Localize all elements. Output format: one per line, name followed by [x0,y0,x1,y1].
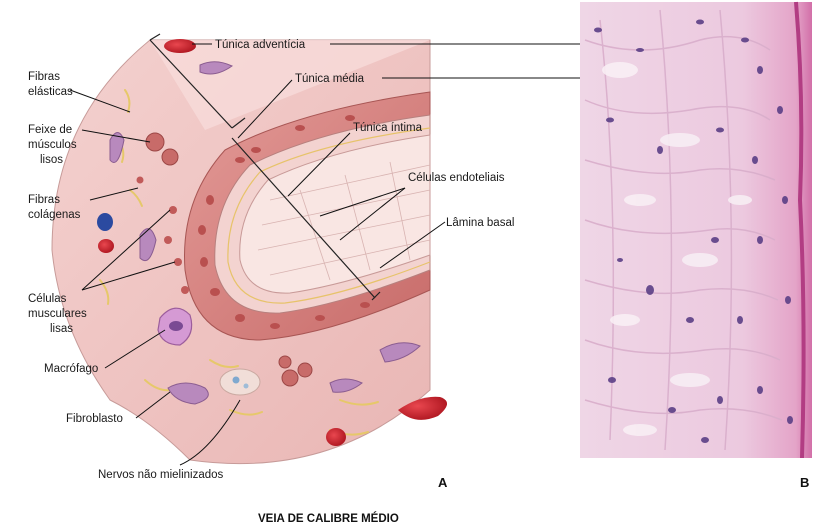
label-nervos: Nervos não mielinizados [98,469,224,481]
figure-caption: VEIA DE CALIBRE MÉDIO [258,512,399,525]
unmyelinated-nerves [220,369,260,395]
label-feixe-2: músculos [28,139,77,151]
label-celulas-endoteliais: Células endoteliais [408,172,505,184]
label-macrofago: Macrófago [44,363,98,375]
label-tunica-adventicia: Túnica adventícia [215,39,306,51]
label-fibras-elasticas-2: elásticas [28,86,73,98]
label-musculares-3: lisas [50,323,73,335]
label-musculares-2: musculares [28,308,87,320]
label-feixe-1: Feixe de [28,124,72,136]
label-tunica-intima: Túnica íntima [353,122,423,134]
label-tunica-media: Túnica média [295,73,365,85]
label-feixe-3: lisos [40,154,63,166]
histology-micrograph [580,2,812,458]
vein-illustration [52,39,447,464]
label-musculares-1: Células [28,293,67,305]
label-colagenas-2: colágenas [28,209,81,221]
label-colagenas-1: Fibras [28,194,60,206]
panel-label-b: B [800,475,809,490]
label-lamina-basal: Lâmina basal [446,217,514,229]
panel-label-a: A [438,475,448,490]
label-fibroblasto: Fibroblasto [66,413,123,425]
label-fibras-elasticas-1: Fibras [28,71,60,83]
